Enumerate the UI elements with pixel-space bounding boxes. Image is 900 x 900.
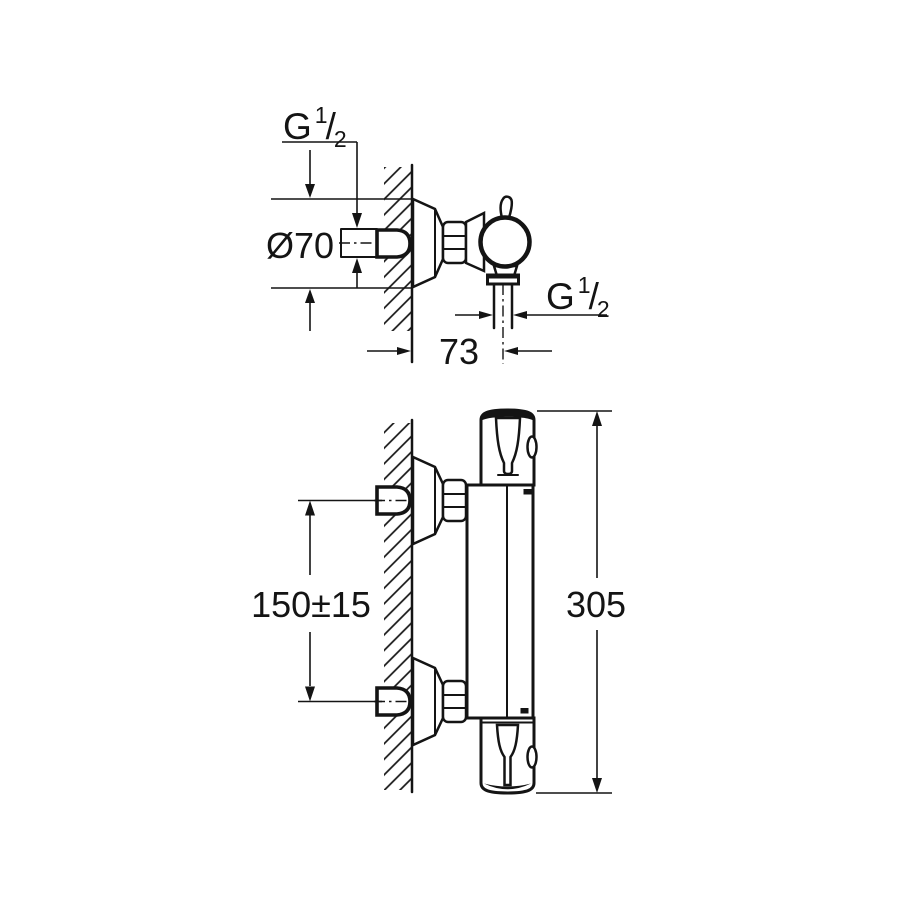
front-view: 150±15 305 — [251, 408, 626, 795]
handle-grip-profile — [495, 723, 520, 787]
clip-mark-bottom — [520, 708, 529, 714]
valve-body — [465, 483, 535, 720]
clip-mark-top — [523, 489, 532, 495]
arrowhead — [305, 289, 315, 303]
arrowhead — [504, 347, 518, 355]
hex-nut-facets — [442, 493, 467, 508]
outlet-collar-stripe — [487, 275, 519, 279]
arrowhead — [397, 347, 411, 355]
hex-nut — [441, 478, 468, 523]
lower-connection — [374, 656, 468, 747]
dim-overall-height: 305 — [536, 410, 626, 794]
arrowhead — [352, 258, 362, 273]
hex-nut — [441, 220, 468, 265]
connection-spacing-label: 150±15 — [251, 584, 371, 625]
square-union-nut — [375, 485, 412, 516]
hex-nut — [441, 679, 468, 724]
arrowhead — [592, 778, 602, 793]
square-union-nut — [375, 686, 412, 717]
arrowhead — [513, 311, 527, 319]
dim-wall-offset: 73 — [367, 331, 552, 372]
upper-connection — [374, 455, 468, 546]
handle-button — [526, 435, 538, 459]
handle-cap — [481, 410, 534, 421]
handle-base-dish — [484, 783, 531, 790]
handle-button — [526, 745, 538, 769]
arrowhead — [592, 411, 602, 426]
square-union-nut — [375, 228, 412, 259]
arrowhead — [305, 686, 315, 702]
arrowhead — [479, 311, 493, 319]
arrowhead — [305, 500, 315, 516]
thermostat-knob-circle — [478, 215, 532, 269]
overall-height-label: 305 — [566, 584, 626, 625]
hex-nut-facets — [442, 235, 467, 250]
dim-escutcheon-diameter: Ø70 — [266, 150, 412, 331]
body-cone — [464, 210, 486, 273]
wall-offset-label: 73 — [439, 331, 479, 372]
hex-nut-facets — [442, 694, 467, 709]
wall-hatch — [384, 423, 412, 790]
dim-connection-spacing: 150±15 — [251, 499, 382, 703]
thermostat-handle — [479, 408, 538, 487]
arrowhead — [352, 213, 362, 228]
arrowhead — [305, 184, 315, 198]
escutcheon-diameter-label: Ø70 — [266, 225, 334, 266]
outlet-pipe — [492, 282, 514, 330]
temperature-lever — [499, 195, 514, 221]
volume-handle — [479, 716, 538, 795]
